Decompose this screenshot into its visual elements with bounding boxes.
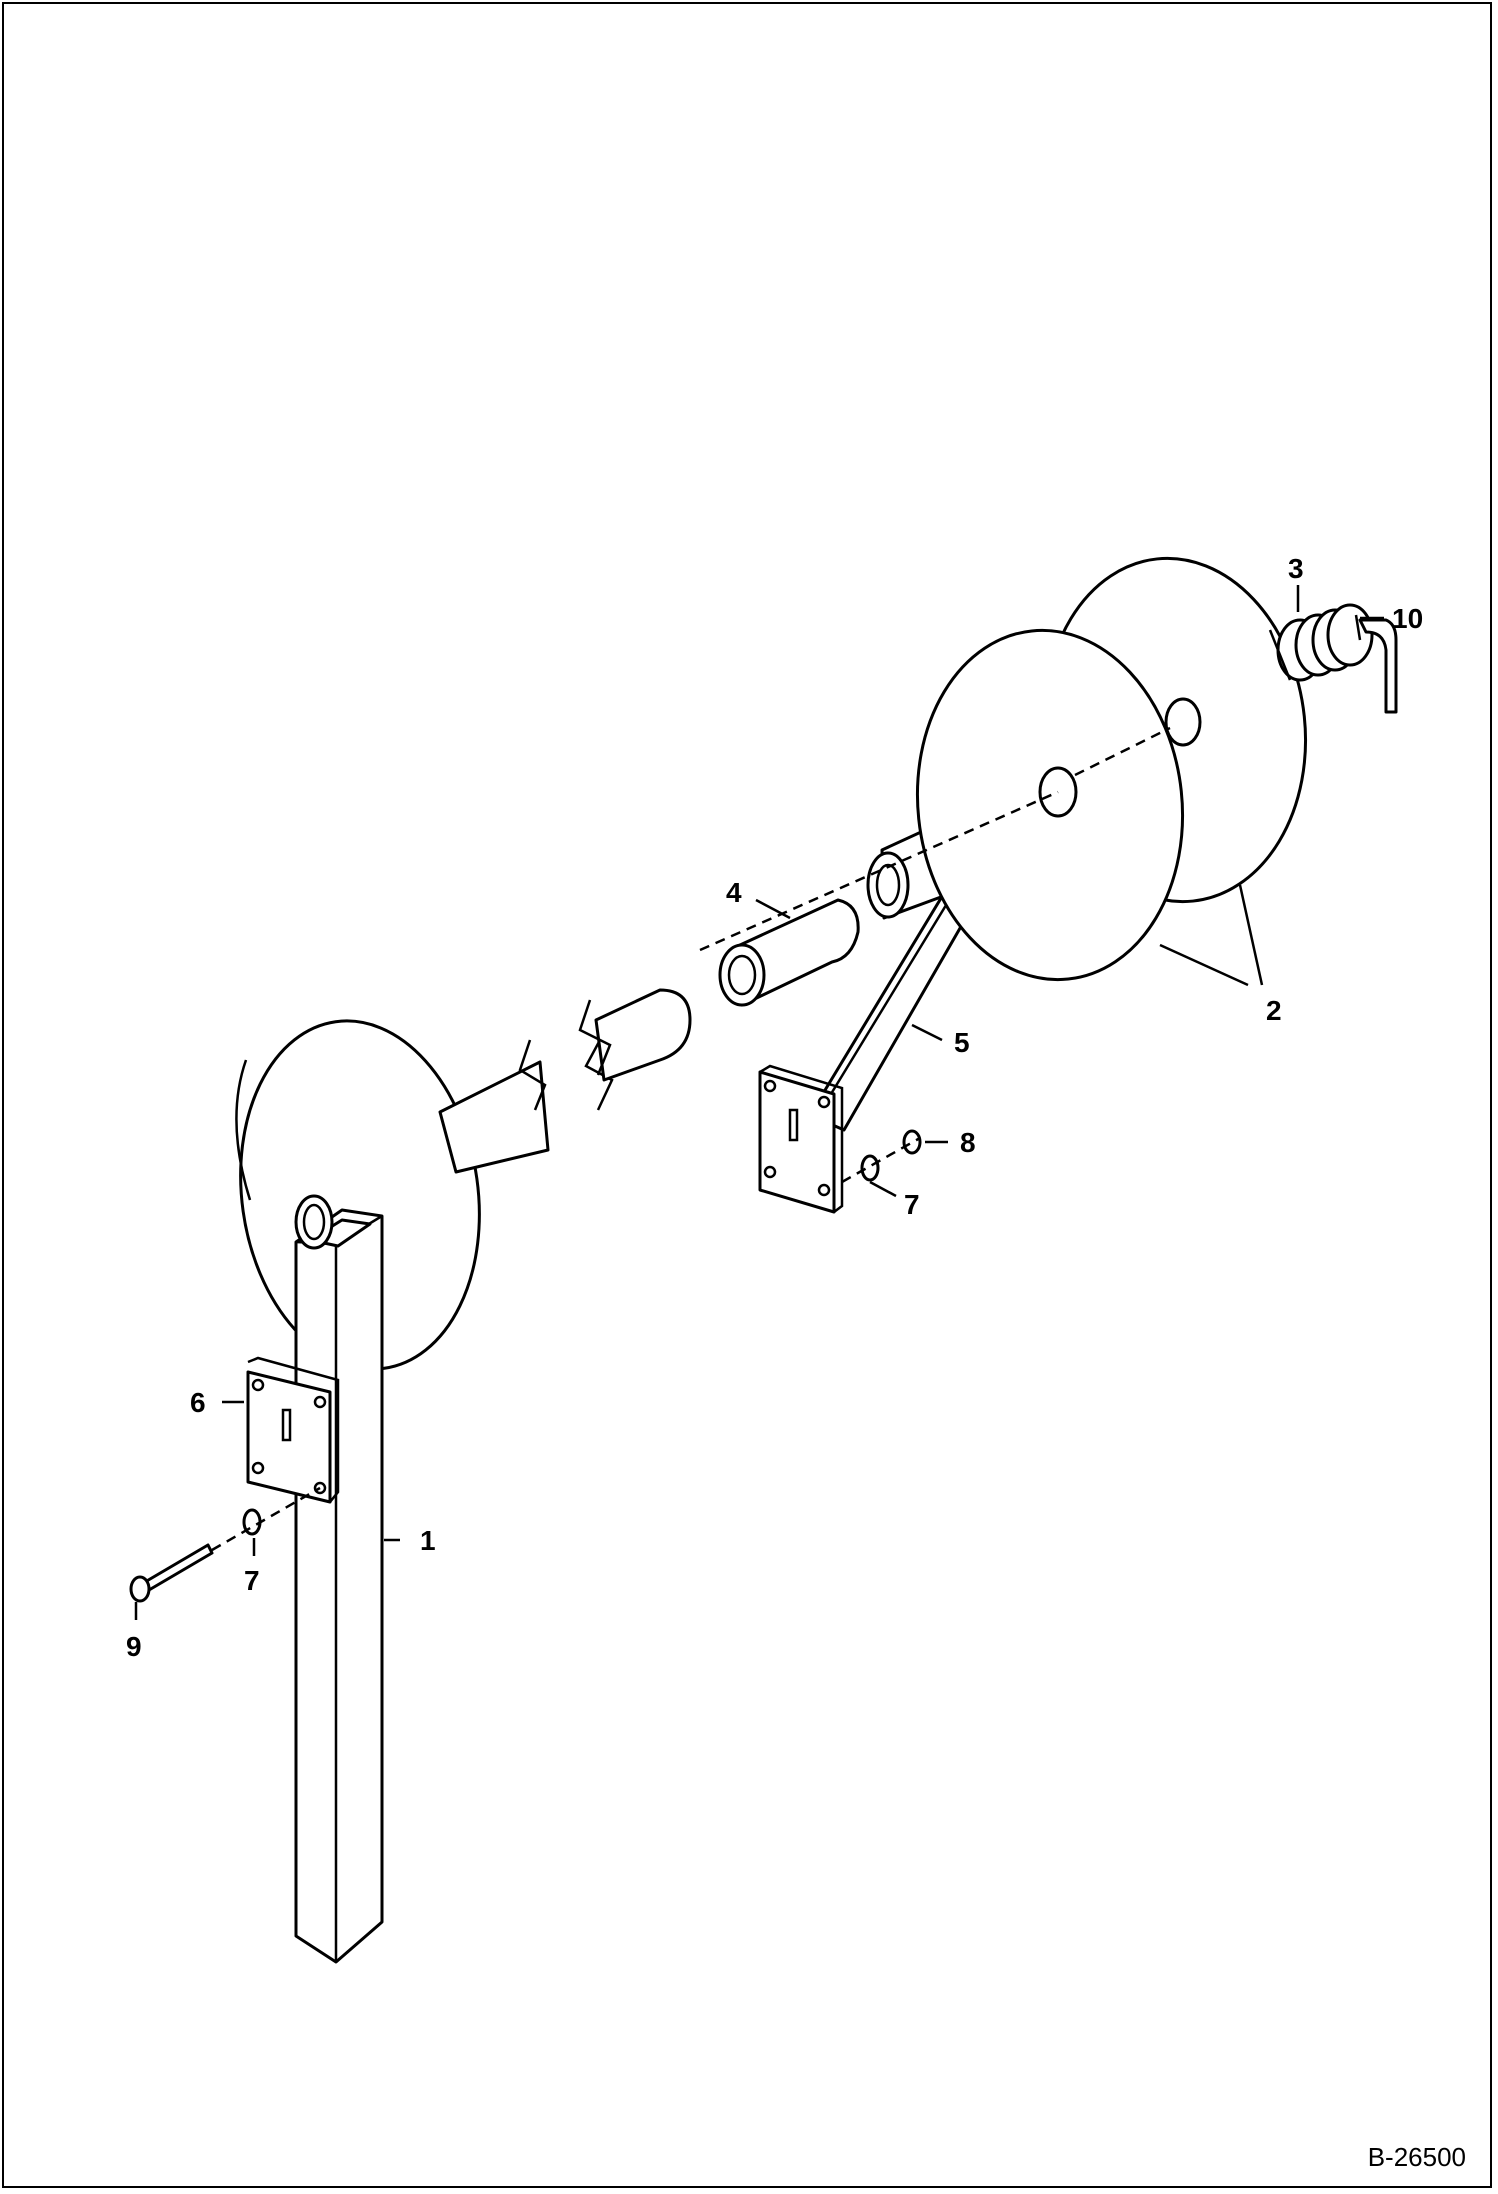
torsion-spring-3 bbox=[1268, 603, 1374, 682]
shaft-axis-right bbox=[1074, 726, 1171, 777]
nut-8 bbox=[902, 1129, 922, 1155]
bolt-9 bbox=[129, 1543, 214, 1603]
arm-bolt-axis-line bbox=[841, 1136, 921, 1184]
reel-drum-shaft bbox=[438, 988, 692, 1174]
callout-1: 1 bbox=[420, 1525, 436, 1556]
callout-5: 5 bbox=[954, 1027, 970, 1058]
shaft-axis-left bbox=[699, 790, 1059, 952]
callout-3: 3 bbox=[1288, 553, 1304, 584]
bushing-4 bbox=[718, 898, 860, 1007]
leader-lines bbox=[134, 585, 1384, 1620]
document-id: B-26500 bbox=[1368, 2142, 1466, 2172]
callout-10: 10 bbox=[1392, 603, 1423, 634]
callout-6: 6 bbox=[190, 1387, 206, 1418]
bolt-axis-line bbox=[211, 1486, 321, 1552]
callout-2: 2 bbox=[1266, 995, 1282, 1026]
reel-post bbox=[294, 1194, 384, 1964]
washer-7-upper bbox=[860, 1154, 880, 1182]
callout-7-upper: 7 bbox=[904, 1189, 920, 1220]
callout-8: 8 bbox=[960, 1127, 976, 1158]
callout-7-lower: 7 bbox=[244, 1565, 260, 1596]
crank-pin-10 bbox=[1358, 618, 1398, 714]
callout-9: 9 bbox=[126, 1631, 142, 1662]
mounting-plate-6 bbox=[246, 1356, 340, 1504]
callout-4: 4 bbox=[726, 877, 742, 908]
